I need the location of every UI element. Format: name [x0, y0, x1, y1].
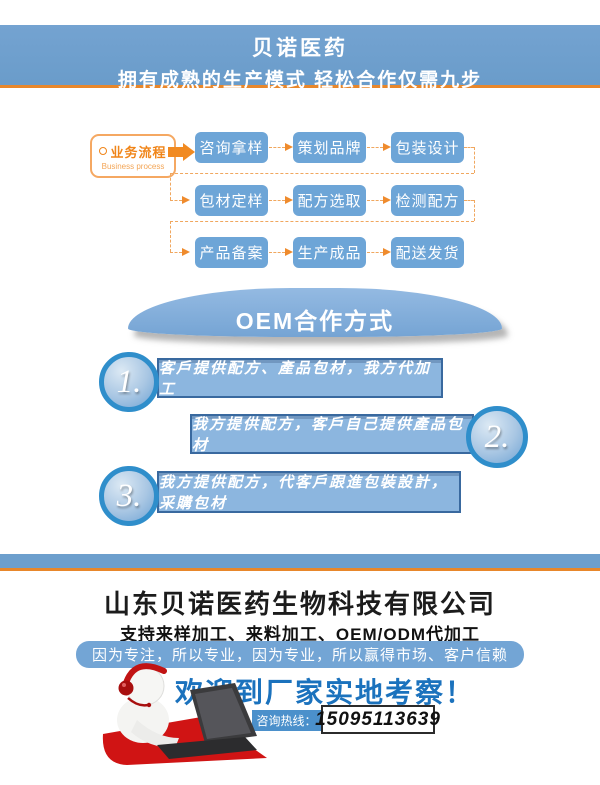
- arrowhead-icon: [182, 196, 190, 204]
- dashed-connector: [367, 200, 383, 201]
- dashed-connector: [474, 147, 475, 173]
- headset-highlight: [122, 683, 126, 687]
- dashed-connector: [170, 173, 474, 174]
- bullet-circle-icon: [99, 147, 108, 155]
- laptop-keyboard: [157, 737, 257, 759]
- arrowhead-icon: [182, 248, 190, 256]
- arrowhead-icon: [285, 143, 293, 151]
- dashed-connector: [170, 200, 182, 201]
- dashed-connector: [474, 200, 475, 221]
- dashed-connector: [367, 252, 383, 253]
- badge-subtitle: Business process: [101, 161, 165, 171]
- step-box: 配方选取: [293, 185, 366, 216]
- page-subtitle: 拥有成熟的生产模式 轻松合作仅需九步: [117, 70, 483, 91]
- arrowhead-icon: [383, 196, 391, 204]
- oem-banner: OEM合作方式: [128, 288, 502, 337]
- step-box: 策划品牌: [293, 132, 366, 163]
- support-agent-icon: [102, 663, 267, 765]
- step-box: 产品备案: [195, 237, 268, 268]
- flow-arrow-icon: [168, 143, 195, 161]
- headset-band-icon: [123, 663, 167, 686]
- laptop-screen-panel: [195, 688, 251, 739]
- step-box: 配送发货: [391, 237, 464, 268]
- arrowhead-icon: [285, 248, 293, 256]
- page-title: 贝诺医药: [252, 37, 348, 60]
- arrowhead-icon: [383, 248, 391, 256]
- agent-arm: [131, 720, 179, 748]
- headset-earcup-icon: [118, 680, 134, 696]
- step-box: 检测配方: [391, 185, 464, 216]
- dashed-connector: [367, 147, 383, 148]
- badge-row: 业务流程: [99, 142, 166, 161]
- oem-item-bar: 我方提供配方，代客戶跟進包裝設計，采購包材: [157, 471, 461, 513]
- company-name: 山东贝诺医药生物科技有限公司: [103, 589, 496, 619]
- dashed-connector: [269, 147, 285, 148]
- step-box: 包材定样: [195, 185, 268, 216]
- oem-item-number: 3.: [99, 466, 159, 526]
- oem-item-number: 2.: [466, 406, 528, 468]
- dashed-connector: [170, 221, 171, 252]
- separator-band: [0, 554, 600, 571]
- dashed-connector: [170, 173, 171, 200]
- headset-mic-icon: [127, 697, 149, 707]
- step-box: 生产成品: [293, 237, 366, 268]
- oem-item-number: 1.: [99, 352, 159, 412]
- step-box: 咨询拿样: [195, 132, 268, 163]
- step-box: 包装设计: [391, 132, 464, 163]
- arrowhead-icon: [383, 143, 391, 151]
- headset-mic-tip: [146, 702, 152, 708]
- oem-item-bar: 我方提供配方，客戶自己提供產品包材: [190, 414, 474, 454]
- arrow-shaft: [168, 147, 183, 157]
- arrow-head: [183, 143, 195, 161]
- business-process-badge: 业务流程 Business process: [90, 134, 176, 178]
- oem-item-bar: 客戶提供配方、產品包材，我方代加工: [157, 358, 443, 398]
- dashed-connector: [170, 221, 474, 222]
- dashed-connector: [464, 147, 474, 148]
- dashed-connector: [269, 200, 285, 201]
- hotline-phone-number: 15095113639: [315, 705, 440, 734]
- oem-banner-label: OEM合作方式: [235, 307, 395, 334]
- dashed-connector: [464, 200, 474, 201]
- support-line: 支持来样加工、来料加工、OEM/ODM代加工: [119, 625, 481, 644]
- dashed-connector: [269, 252, 285, 253]
- dashed-connector: [170, 252, 182, 253]
- header-banner: 贝诺医药 拥有成熟的生产模式 轻松合作仅需九步: [0, 25, 600, 91]
- arrowhead-icon: [285, 196, 293, 204]
- agent-body: [117, 697, 169, 743]
- hotline-label: 咨询热线：: [252, 710, 321, 731]
- badge-title: 业务流程: [110, 144, 167, 160]
